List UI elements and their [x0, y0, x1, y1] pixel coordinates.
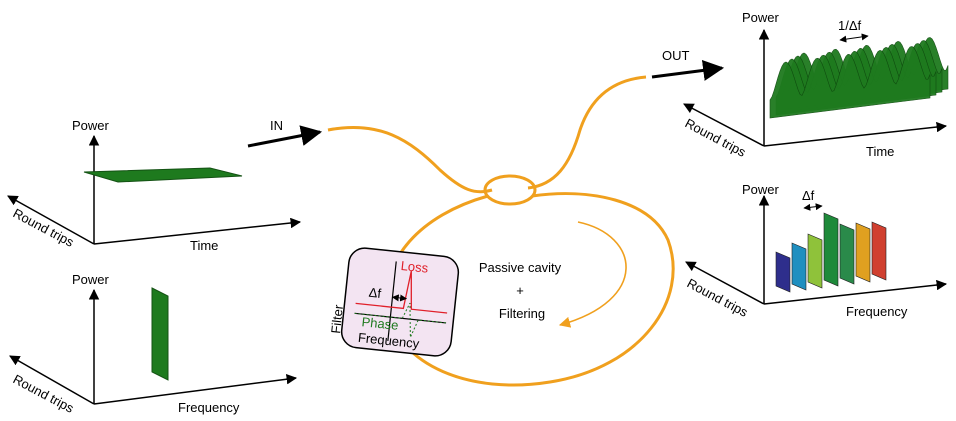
comb-line	[775, 251, 791, 293]
filter-background	[340, 247, 460, 357]
input-fiber	[327, 125, 493, 194]
spacing-label: Δf	[802, 188, 815, 203]
period-label: 1/Δf	[838, 18, 862, 33]
round-trips-axis	[683, 103, 765, 147]
round-trips-label: Round trips	[11, 371, 77, 416]
out-arrow	[651, 59, 725, 81]
comb-line	[807, 233, 823, 289]
single-line-spectrum	[151, 287, 169, 381]
cavity-line1: Passive cavity	[479, 260, 562, 275]
delta-marker	[391, 294, 408, 302]
in-label: IN	[270, 118, 283, 133]
round-trips-axis	[9, 355, 95, 405]
frequency-axis	[93, 373, 298, 405]
phase-label: Phase	[361, 314, 399, 333]
input-freq-plot: Power Frequency Round trips	[9, 272, 298, 416]
filter-box: Loss Phase Δf Frequency Filter	[328, 247, 460, 357]
cavity-line2: Filtering	[499, 306, 545, 321]
comb-line	[791, 242, 807, 291]
frequency-comb	[775, 212, 887, 293]
pulse-sheet	[769, 46, 931, 119]
loss-label: Loss	[400, 258, 429, 276]
round-trips-label: Round trips	[11, 205, 77, 250]
power-label: Power	[72, 272, 110, 287]
comb-line	[855, 222, 871, 283]
round-trips-axis	[7, 195, 95, 245]
round-trips-label: Round trips	[683, 115, 749, 160]
frequency-axis	[763, 279, 948, 305]
cavity-plus: +	[516, 283, 524, 298]
time-axis	[763, 121, 948, 147]
comb-line	[871, 221, 887, 281]
time-axis	[93, 217, 302, 245]
in-arrow	[247, 125, 323, 148]
time-label: Time	[190, 238, 218, 253]
power-label: Power	[742, 182, 780, 197]
output-freq-plot: Power Frequency Round trips Δf	[685, 182, 948, 320]
circulation-arrow	[558, 221, 627, 328]
frequency-label: Frequency	[178, 400, 240, 415]
power-label: Power	[72, 118, 110, 133]
comb-line	[823, 212, 839, 287]
phase-curve	[354, 302, 447, 338]
input-time-plot: Power Time Round trips	[7, 118, 302, 253]
round-trips-axis	[685, 261, 765, 305]
filter-side-label: Filter	[328, 303, 346, 334]
cw-power-sheet	[83, 167, 243, 183]
output-fiber	[527, 75, 647, 190]
time-label: Time	[866, 144, 894, 159]
output-time-plot: Power Time Round trips 1/Δf	[683, 10, 949, 160]
spacing-marker	[803, 203, 823, 211]
filter-frequency-label: Frequency	[357, 330, 420, 351]
delta-label: Δf	[368, 285, 382, 301]
frequency-label: Frequency	[846, 304, 908, 319]
out-label: OUT	[662, 48, 690, 63]
power-label: Power	[742, 10, 780, 25]
pulse-train-surface	[769, 37, 949, 119]
period-marker	[839, 33, 869, 43]
comb-line	[839, 223, 855, 285]
loss-curve	[355, 270, 448, 314]
round-trips-label: Round trips	[685, 275, 751, 320]
coupler	[483, 174, 537, 206]
